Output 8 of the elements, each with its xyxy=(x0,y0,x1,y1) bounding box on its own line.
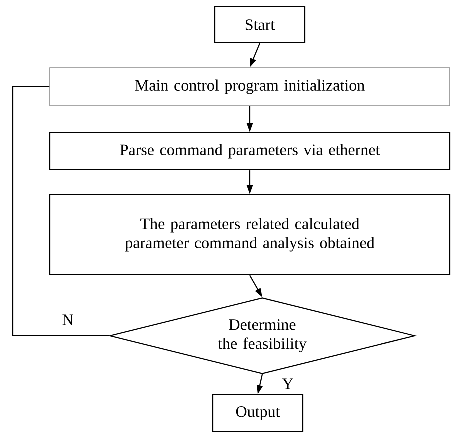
connector-line xyxy=(12,86,110,337)
process-box: The parameters related calculated parameter command analysis obtained xyxy=(49,194,451,276)
edge-label: Y xyxy=(282,378,294,390)
process-box: Start xyxy=(214,6,306,44)
process-box: Parse command parameters via ethernet xyxy=(49,132,451,171)
process-box: Output xyxy=(212,394,304,433)
edge-label: N xyxy=(62,314,74,326)
process-box: Main control program initialization xyxy=(50,68,450,106)
